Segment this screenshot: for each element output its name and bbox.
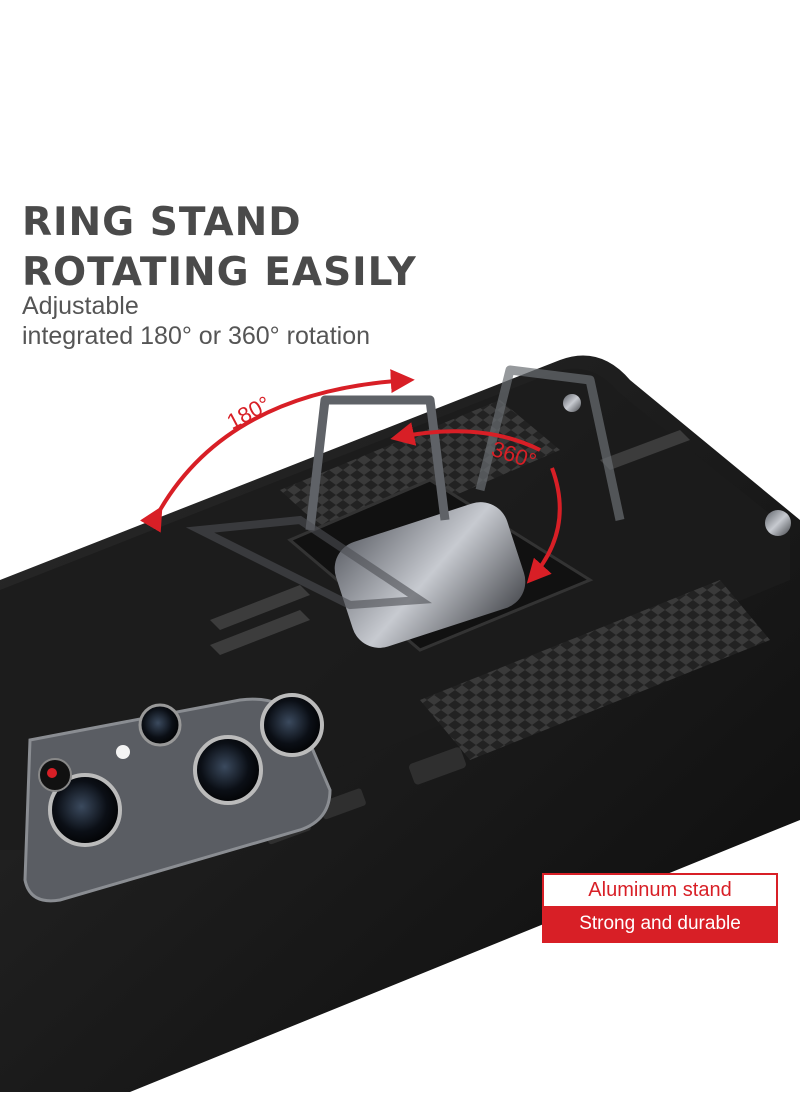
rotation-label-180: 180° — [223, 391, 275, 434]
feature-badge: Aluminum stand Strong and durable — [542, 873, 778, 943]
badge-subtitle: Strong and durable — [544, 906, 776, 941]
headline-line-1: RING STAND — [22, 200, 302, 245]
headline-line-2: ROTATING EASILY — [22, 250, 417, 295]
subheading-line-1: Adjustable — [22, 292, 139, 320]
headline: RING STAND ROTATING EASILY — [22, 198, 417, 298]
camera-module — [23, 693, 332, 903]
phone-case-illustration: 180° 360° — [0, 355, 800, 1092]
badge-title: Aluminum stand — [588, 879, 732, 901]
subheading-line-2: integrated 180° or 360° rotation — [22, 322, 371, 350]
